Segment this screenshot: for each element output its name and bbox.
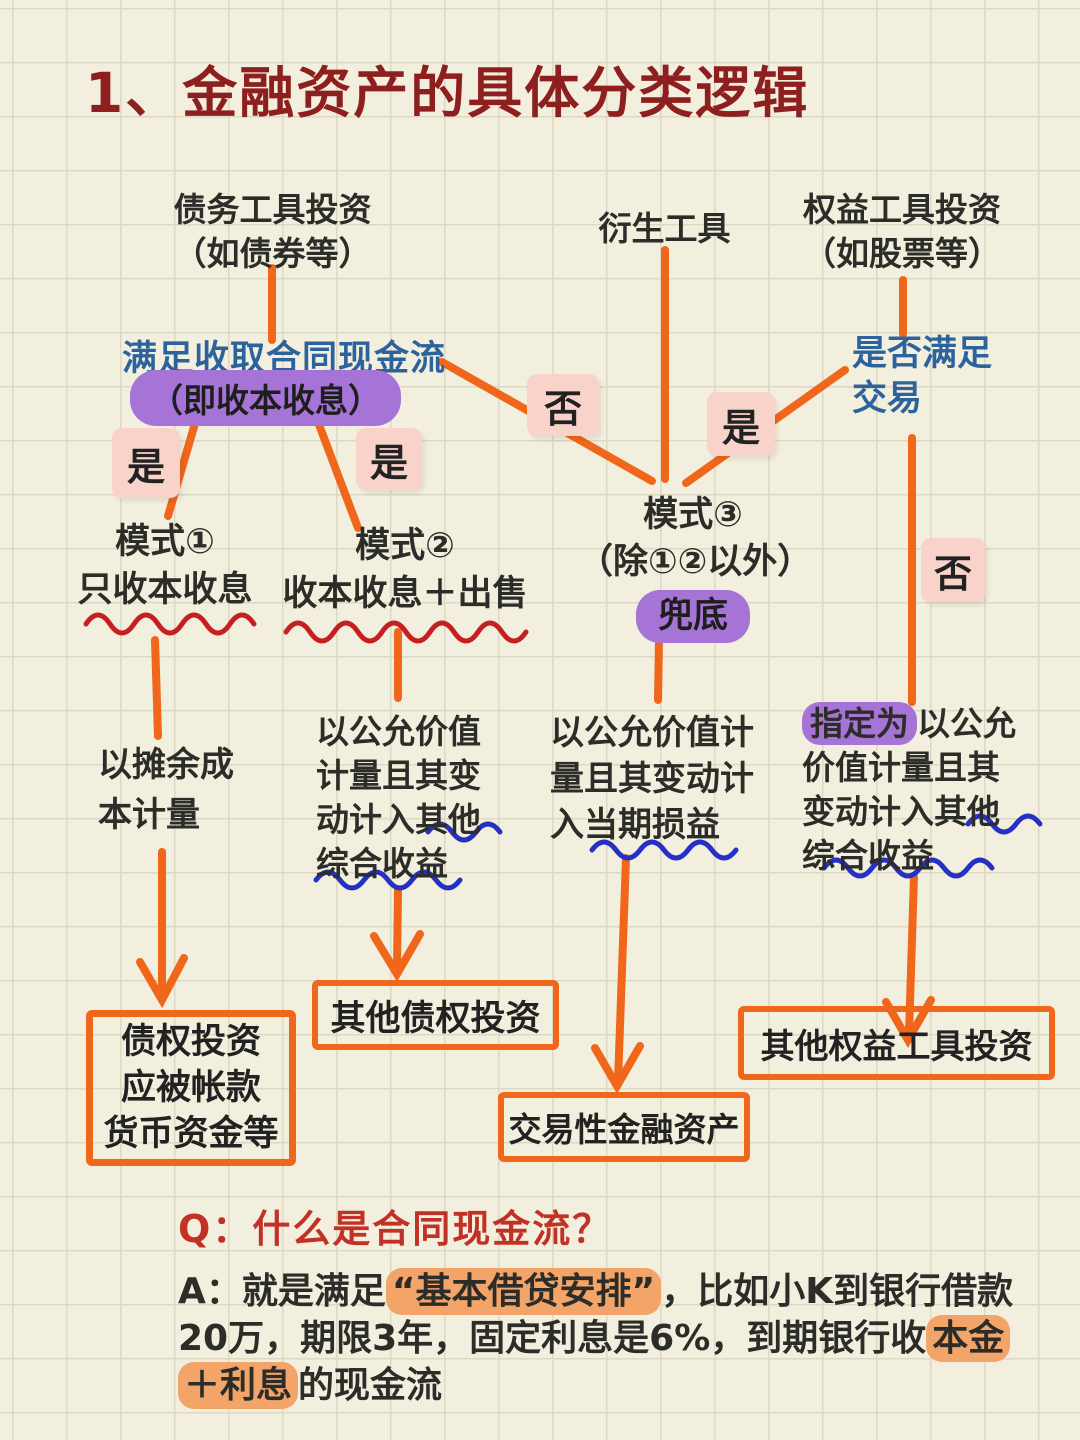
- branch-label-yes-1: 是: [112, 428, 180, 498]
- arrow-line-to-result2: [393, 886, 402, 972]
- measure-fvoci: 以公允价值 计量且其变 动计入其他 综合收益: [316, 710, 511, 886]
- measure-fvtpl-line1: 以公允价值计: [550, 713, 754, 753]
- mode2-title: 模式②: [355, 526, 455, 566]
- measure-fvoci-line4: 综合收益: [316, 844, 448, 883]
- mode1-desc: 只收本收息: [77, 570, 253, 610]
- measure-designated-line3: 变动计入其他: [802, 792, 1000, 831]
- designated-highlight: 指定为: [802, 702, 917, 745]
- node-mode2: 模式② 收本收息＋出售: [275, 522, 535, 618]
- blue-wavy-designated-2: [821, 857, 995, 879]
- blue-wavy-underlines: [313, 813, 1043, 891]
- measure-designated-fvoci: 指定为以公允 价值计量且其 变动计入其他 综合收益: [802, 702, 1052, 878]
- measure-fvtpl-line2: 量且其变动计: [550, 759, 754, 799]
- node-equity-line1: 权益工具投资: [803, 190, 1001, 229]
- answer-highlight-interest: ＋利息: [178, 1362, 299, 1409]
- blue-wavy-fvoci-2: [313, 869, 463, 891]
- branch-label-yes-2: 是: [356, 428, 422, 490]
- mode3-title: 模式③: [643, 495, 743, 535]
- branch-label-no-2: 否: [921, 538, 985, 602]
- blue-wavy-designated-1: [965, 813, 1043, 835]
- result-box-other-equity: 其他权益工具投资: [738, 1006, 1055, 1080]
- measure-fvoci-line1: 以公允价值: [316, 712, 481, 751]
- answer-highlight-principal: 本金: [926, 1315, 1011, 1362]
- condition-cashflow-note: （即收本收息）: [130, 370, 401, 426]
- measure-designated-line1-rest: 以公允: [917, 704, 1016, 743]
- measure-fvtpl-line3: 入当期损益: [550, 805, 720, 845]
- arrowhead-result2: [370, 930, 424, 982]
- answer-text: A：就是满足“基本借贷安排”，比如小K到银行借款 20万，期限3年，固定利息是6…: [178, 1268, 1038, 1409]
- red-wavy-underlines: [83, 612, 529, 644]
- question-text: Q：什么是合同现金流？: [178, 1207, 613, 1251]
- red-wavy-underline-mode1: [83, 612, 257, 636]
- branch-label-no-1: 否: [527, 374, 599, 436]
- answer-line2-text: 20万，期限3年，固定利息是6%，到期银行收: [178, 1318, 927, 1359]
- condition-trade-line2: 交易: [852, 379, 923, 419]
- node-debt-instrument: 债务工具投资 （如债券等）: [150, 188, 395, 276]
- node-mode1: 模式① 只收本收息: [70, 518, 260, 614]
- arrowhead-result4: [882, 996, 935, 1049]
- connector-mode1-measure: [151, 636, 162, 740]
- red-wavy-underline-mode2: [283, 620, 529, 644]
- answer-prefix: A：就是满足: [178, 1271, 386, 1312]
- connector-m3tag-measure: [654, 636, 663, 704]
- result-debt-line2: 应被帐款: [120, 1068, 261, 1108]
- arrow-line-to-result3: [614, 854, 630, 1086]
- node-equity-instrument: 权益工具投资 （如股票等）: [782, 188, 1022, 276]
- page-title: 1、金融资产的具体分类逻辑: [85, 61, 810, 125]
- answer-line3-rest: 的现金流: [298, 1365, 443, 1406]
- arrowhead-result1: [136, 954, 188, 1009]
- result-debt-line3: 货币资金等: [103, 1114, 279, 1154]
- node-equity-line2: （如股票等）: [803, 234, 1001, 273]
- answer-line1: A：就是满足“基本借贷安排”，比如小K到银行借款: [178, 1268, 1038, 1315]
- mode1-title: 模式①: [115, 522, 215, 562]
- blue-wavy-fvtpl: [589, 839, 739, 861]
- connector-to-mode1: [164, 416, 200, 520]
- mode2-desc: 收本收息＋出售: [282, 574, 528, 614]
- mode3-sub: （除①②以外）: [578, 542, 813, 582]
- node-derivative: 衍生工具: [598, 209, 731, 248]
- measure-fvoci-line3: 动计入其他: [316, 800, 481, 839]
- measure-amortized-line1: 以摊余成: [98, 745, 234, 785]
- purple-highlight-pill: （即收本收息）: [130, 370, 401, 426]
- node-mode3: 模式③ （除①②以外） 兜底: [578, 492, 813, 643]
- measure-fvoci-line2: 计量且其变: [316, 756, 481, 795]
- measure-designated-line1: 指定为以公允: [802, 702, 1052, 746]
- mode3-tag-pill: 兜底: [635, 590, 750, 643]
- result-box-trading: 交易性金融资产: [498, 1092, 750, 1162]
- result-debt-line1: 债权投资: [120, 1022, 261, 1062]
- measure-amortized-cost: 以摊余成 本计量: [98, 740, 273, 840]
- condition-trade: 是否满足 交易: [852, 332, 992, 422]
- measure-designated-line4: 综合收益: [802, 836, 934, 875]
- result-box-debt-investment: 债权投资 应被帐款 货币资金等: [86, 1010, 296, 1166]
- answer-line3: ＋利息的现金流: [178, 1362, 1038, 1409]
- measure-amortized-line2: 本计量: [98, 795, 200, 835]
- node-debt-line2: （如债券等）: [173, 234, 372, 273]
- condition-trade-line1: 是否满足: [852, 334, 993, 374]
- connector-to-mode2: [314, 418, 362, 532]
- branch-label-yes-3: 是: [707, 392, 775, 456]
- answer-line2: 20万，期限3年，固定利息是6%，到期银行收本金: [178, 1315, 1038, 1362]
- node-debt-line1: 债务工具投资: [173, 190, 372, 229]
- arrowhead-result3: [591, 1042, 644, 1095]
- result-box-other-debt: 其他债权投资: [312, 980, 559, 1050]
- measure-fvtpl: 以公允价值计 量且其变动计 入当期损益: [550, 710, 785, 848]
- measure-designated-line2: 价值计量且其: [802, 748, 1000, 787]
- answer-highlight-basic-lending: “基本借贷安排”: [385, 1268, 662, 1315]
- blue-wavy-fvoci-1: [425, 821, 503, 843]
- answer-line1-rest: ，比如小K到银行借款: [661, 1271, 1014, 1312]
